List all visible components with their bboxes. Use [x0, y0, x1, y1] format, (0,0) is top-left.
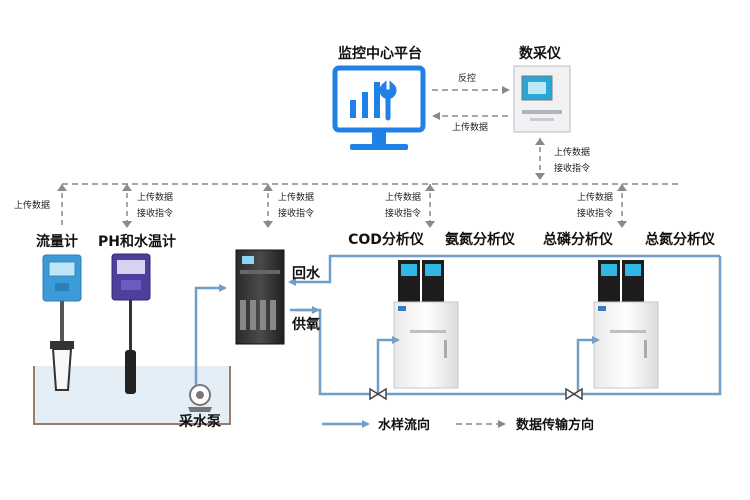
ph-meter-label: PH和水温计: [98, 233, 176, 250]
cod-inlet-pipe: [376, 336, 400, 394]
phosphorus-analyzer-label: 总磷分析仪: [543, 231, 614, 248]
ph-meter-device: [111, 253, 151, 394]
pretreatment-receive-label: 接收指令: [278, 207, 314, 219]
daq-upload-label: 上传数据: [554, 146, 590, 158]
cod-upload-label: 上传数据: [385, 191, 421, 203]
return-water-pipe: [288, 254, 720, 286]
ph-receive-label: 接收指令: [137, 207, 173, 219]
upload-data-label: 上传数据: [452, 121, 488, 133]
analyzer-cabinet-cod-ammonia: [393, 260, 459, 389]
monitoring-center-title: 监控中心平台: [338, 45, 422, 62]
pretreatment-upload-label: 上传数据: [278, 191, 314, 203]
supply-label: 供氧: [291, 316, 320, 333]
legend-data-flow-label: 数据传输方向: [516, 417, 594, 433]
tp-receive-label: 接收指令: [577, 207, 613, 219]
daq-device: [513, 65, 571, 133]
valve-icon: [565, 387, 583, 401]
daq-title: 数采仪: [519, 45, 562, 62]
pump-supply-pipe: [194, 284, 227, 385]
analyzer-cabinet-phosphorus-nitrogen: [593, 260, 659, 389]
flowmeter-upload-label: 上传数据: [14, 199, 50, 211]
tp-inlet-pipe: [576, 336, 600, 394]
daq-receive-label: 接收指令: [554, 162, 590, 174]
nitrogen-analyzer-label: 总氮分析仪: [645, 231, 716, 248]
pretreatment-cabinet: [235, 249, 285, 345]
tp-upload-label: 上传数据: [577, 191, 613, 203]
water-pump-icon: [188, 384, 212, 412]
return-water-label: 回水: [292, 265, 321, 282]
flowmeter-label: 流量计: [36, 233, 78, 250]
valve-icon: [369, 387, 387, 401]
legend-sample-flow-label: 水样流向: [378, 417, 430, 433]
ammonia-analyzer-label: 氨氮分析仪: [445, 231, 516, 248]
monitor-icon: [332, 65, 426, 150]
pump-label: 采水泵: [178, 413, 221, 430]
cod-receive-label: 接收指令: [385, 207, 421, 219]
ph-upload-label: 上传数据: [137, 191, 173, 203]
flowmeter-device: [42, 254, 82, 391]
cod-analyzer-label: COD分析仪: [348, 231, 425, 248]
reverse-control-label: 反控: [458, 72, 476, 84]
